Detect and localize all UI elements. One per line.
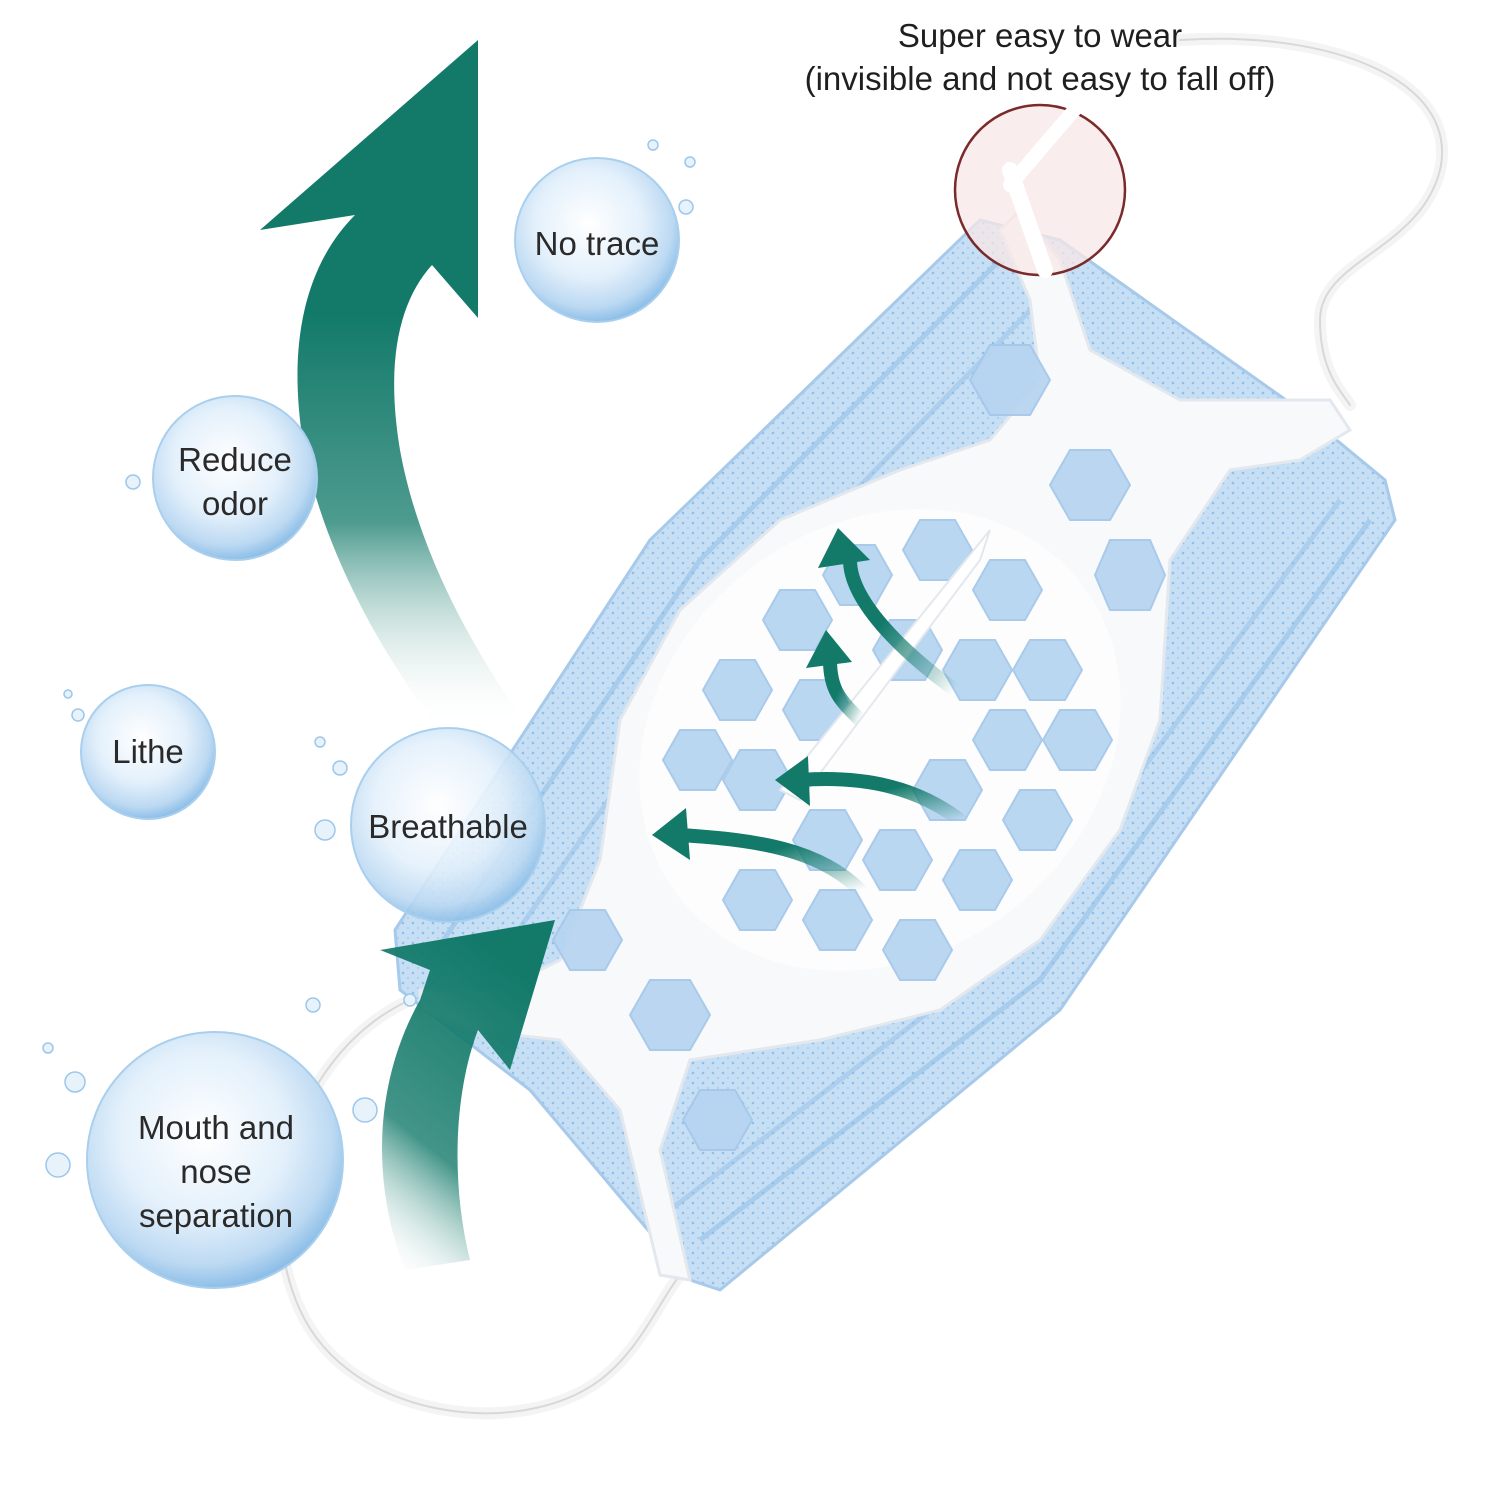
label-no-trace: No trace xyxy=(507,222,687,266)
bubble-reduce-odor xyxy=(152,395,318,561)
reduce-odor-line-1: Reduce xyxy=(178,441,292,478)
label-breathable: Breathable xyxy=(348,805,548,849)
breathable-text: Breathable xyxy=(368,808,528,845)
separation-line-2: nose xyxy=(180,1153,252,1190)
caption-line-1: Super easy to wear xyxy=(897,17,1183,54)
label-lithe: Lithe xyxy=(68,730,228,774)
lithe-text: Lithe xyxy=(112,733,184,770)
bubble-breathable xyxy=(350,727,546,923)
wear-caption: Super easy to wear (invisible and not ea… xyxy=(760,14,1320,100)
separation-line-3: separation xyxy=(138,1197,294,1234)
bubble-lithe xyxy=(80,684,216,820)
bubble-mouth-nose-separation xyxy=(86,1031,344,1289)
reduce-odor-line-2: odor xyxy=(201,485,269,522)
airflow-arrowheads xyxy=(652,528,870,860)
caption-line-2: (invisible and not easy to fall off) xyxy=(804,60,1276,97)
bubble-no-trace xyxy=(514,157,680,323)
callout-magnifier xyxy=(953,43,1137,278)
label-reduce-odor: Reduce odor xyxy=(145,438,325,526)
airflow-arrows xyxy=(673,553,967,897)
label-mouth-nose-separation: Mouth and nose separation xyxy=(100,1106,332,1238)
droplets xyxy=(42,139,696,1178)
hexagon-vents xyxy=(551,344,1167,1151)
big-curved-arrow xyxy=(260,40,530,730)
separation-line-1: Mouth and xyxy=(138,1109,294,1146)
no-trace-text: No trace xyxy=(534,225,660,262)
lower-curved-arrow xyxy=(380,920,555,1270)
